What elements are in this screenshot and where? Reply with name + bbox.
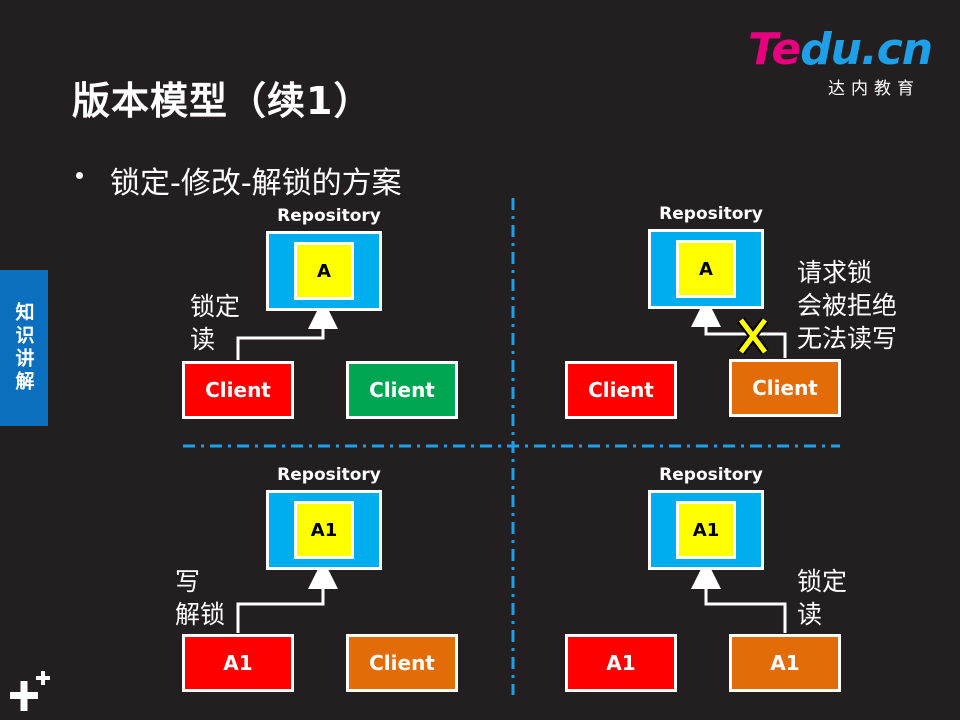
connector-arrow-4: [691, 559, 787, 633]
annotation-line: 锁定: [797, 567, 848, 596]
annotation: 锁定 读: [797, 565, 847, 631]
annotation-line: 锁定: [190, 292, 241, 321]
annotation: 锁定 读: [190, 290, 240, 356]
annotation-line: 读: [797, 600, 823, 629]
logo-domain: du.cn: [800, 24, 933, 75]
file-box: A1: [676, 501, 736, 559]
file-box: A1: [294, 501, 354, 559]
logo-subtitle: 达内教育: [828, 79, 920, 99]
repository-box: A1: [266, 490, 382, 570]
bullet-text: 锁定-修改-解锁的方案: [110, 166, 402, 201]
plus-icon: [10, 671, 50, 711]
connector-arrow-2: [691, 297, 787, 358]
annotation-line: 会被拒绝: [797, 291, 898, 320]
repository-box: A: [266, 231, 382, 311]
blocked-x-icon: [737, 317, 769, 355]
client-box: Client: [182, 361, 294, 419]
repository-label: Repository: [659, 465, 763, 485]
file-version-box: A1: [182, 634, 294, 692]
annotation: 写 解锁: [175, 565, 225, 631]
client-box: Client: [346, 361, 458, 419]
tedu-logo: Tedu.cn 达内教育: [748, 26, 933, 100]
page-title: 版本模型（续1）: [72, 79, 373, 123]
logo-wordmark: Tedu.cn: [748, 24, 933, 75]
file-version-box: A1: [565, 634, 677, 692]
repository-label: Repository: [659, 204, 763, 224]
annotation: 请求锁 会被拒绝 无法读写: [797, 256, 897, 355]
file-box: A: [294, 242, 354, 300]
annotation-line: 无法读写: [797, 324, 898, 353]
annotation-line: 解锁: [175, 600, 226, 629]
repository-box: A1: [648, 490, 764, 570]
connector-arrow-3: [236, 559, 338, 633]
bullet-dot: [76, 172, 83, 179]
repository-label: Repository: [277, 465, 381, 485]
logo-brand: Te: [748, 24, 801, 75]
annotation-line: 写: [175, 567, 201, 596]
knowledge-tab-label: 知识讲解: [12, 302, 35, 394]
file-box: A: [676, 240, 736, 298]
knowledge-tab[interactable]: 知识讲解: [0, 270, 48, 426]
client-box: Client: [346, 634, 458, 692]
connector-arrow-1: [236, 299, 338, 360]
file-version-box: A1: [729, 634, 841, 692]
repository-label: Repository: [277, 206, 381, 226]
client-box: Client: [565, 361, 677, 419]
client-box: Client: [729, 359, 841, 417]
annotation-line: 请求锁: [797, 258, 873, 287]
repository-box: A: [648, 229, 764, 309]
annotation-line: 读: [190, 325, 216, 354]
